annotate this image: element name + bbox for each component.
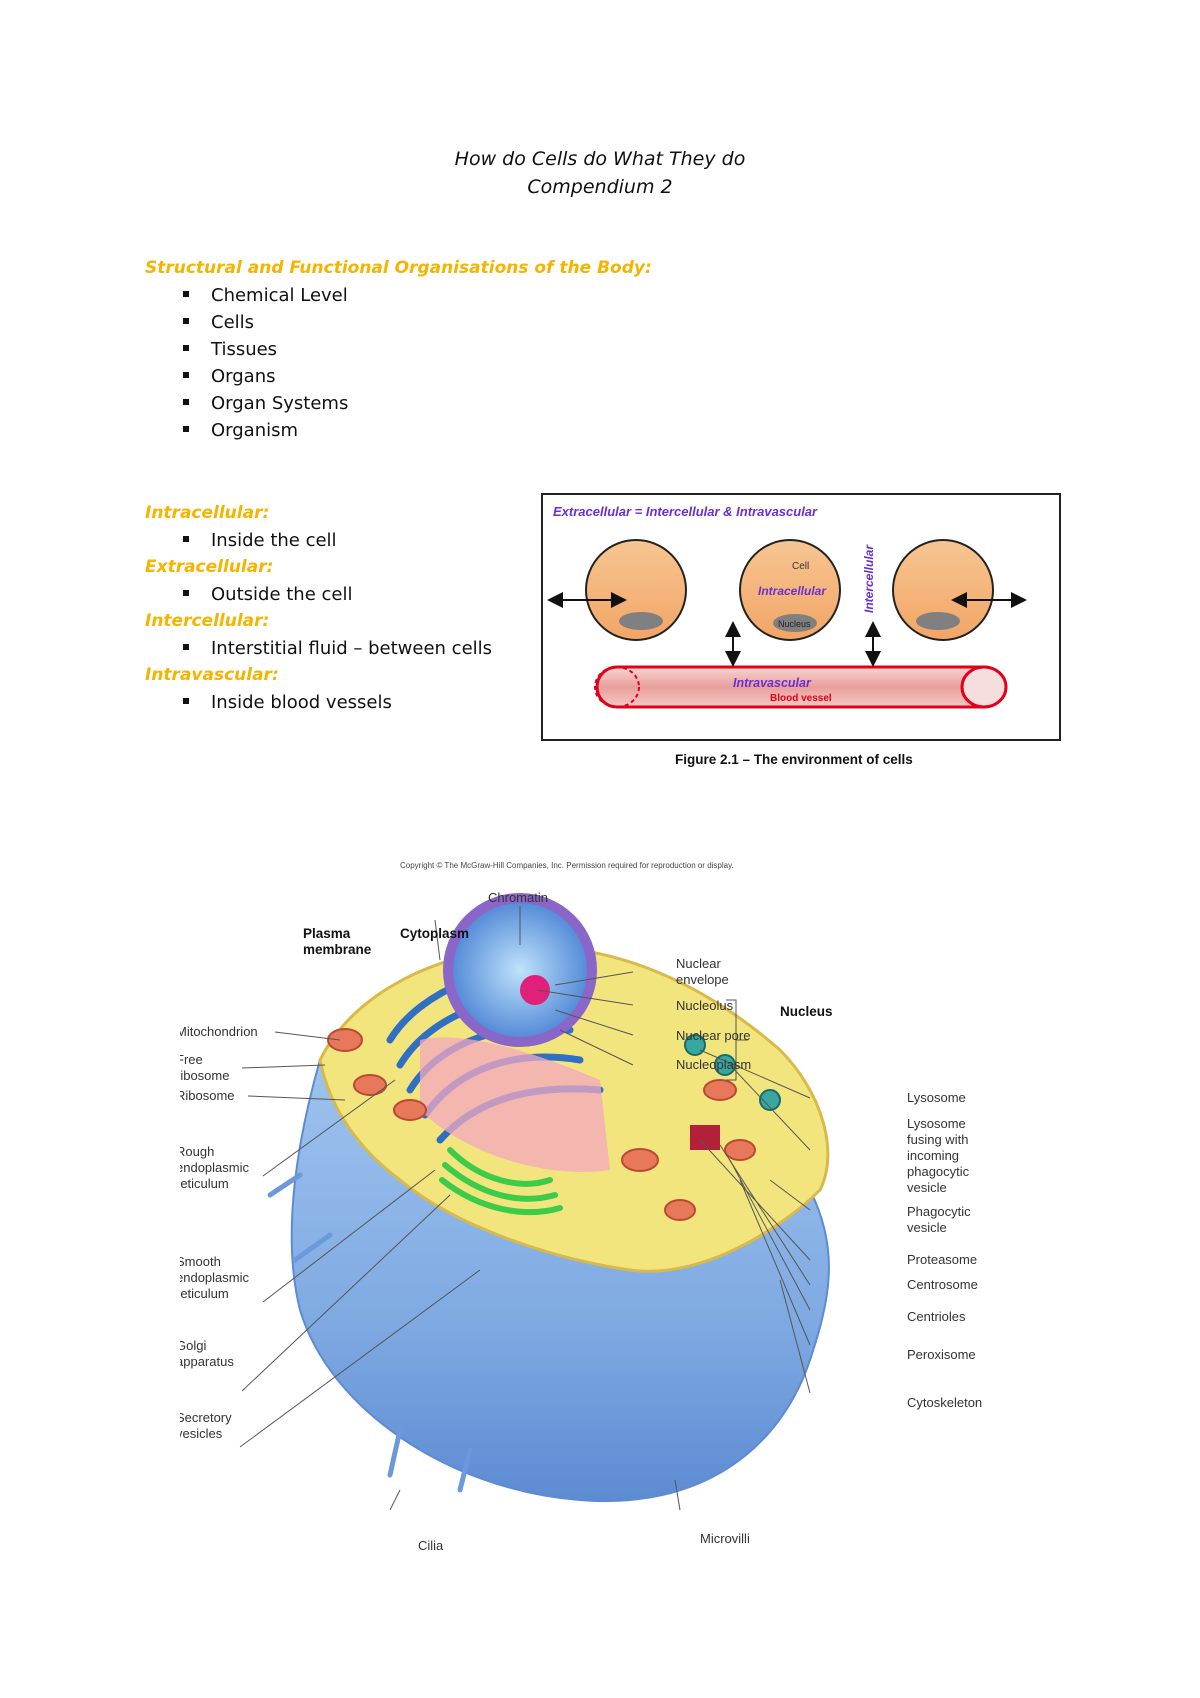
page-title: How do Cells do What They do — [454, 148, 746, 170]
definition-item: Inside the cell — [183, 530, 337, 551]
label-rough-er-3: reticulum — [180, 1176, 229, 1191]
label-rough-er-2: endoplasmic — [180, 1160, 249, 1175]
term-intracellular: Intracellular: — [145, 503, 270, 523]
leader-lines — [239, 906, 811, 1511]
label-lysosome: Lysosome — [907, 1090, 966, 1105]
term-extracellular: Extracellular: — [145, 557, 274, 577]
label-mitochondrion: Mitochondrion — [180, 1024, 258, 1039]
nucleus-label: Nucleus — [778, 619, 811, 629]
intercellular-vertical-label: Intercellular — [862, 544, 876, 613]
label-free-ribosome-2: ribosome — [180, 1068, 229, 1083]
label-cytoskeleton: Cytoskeleton — [907, 1395, 982, 1410]
cilia-shapes — [267, 1172, 473, 1493]
label-secretory-vesicles: Secretory — [180, 1410, 232, 1425]
page-subtitle: Compendium 2 — [527, 176, 673, 198]
figure-banner: Extracellular = Intercellular & Intravas… — [553, 504, 818, 519]
label-centrioles: Centrioles — [907, 1309, 966, 1324]
nucleus-shape — [443, 893, 597, 1047]
label-plasma-membrane-2: membrane — [303, 942, 372, 957]
copyright-note: Copyright © The McGraw-Hill Companies, I… — [400, 861, 734, 870]
label-rough-er: Rough — [180, 1144, 214, 1159]
golgi-shape — [439, 1147, 563, 1216]
label-peroxisome: Peroxisome — [907, 1347, 976, 1362]
nucleolus-shape — [520, 975, 550, 1005]
label-smooth-er-2: endoplasmic — [180, 1270, 249, 1285]
cell-left — [585, 539, 687, 641]
environment-diagram: Extracellular = Intercellular & Intravas… — [547, 504, 1027, 709]
list-item: Cells — [183, 312, 254, 333]
label-lysosome-fusing: Lysosome — [907, 1116, 966, 1131]
label-plasma-membrane: Plasma — [303, 926, 351, 941]
label-lysosome-fusing-5: vesicle — [907, 1180, 947, 1195]
intracellular-label: Intracellular — [758, 584, 827, 598]
label-lysosome-fusing-4: phagocytic — [907, 1164, 970, 1179]
label-secretory-vesicles-2: vesicles — [180, 1426, 223, 1441]
label-ribosome: Ribosome — [180, 1088, 235, 1103]
environment-of-cells-figure: Extracellular = Intercellular & Intravas… — [541, 493, 1061, 741]
cell-right — [892, 539, 994, 641]
section-heading: Structural and Functional Organisations … — [145, 258, 652, 278]
label-nucleolus: Nucleolus — [676, 998, 734, 1013]
animal-cell-diagram: Copyright © The McGraw-Hill Companies, I… — [180, 861, 982, 1553]
list-item: Organs — [183, 366, 276, 387]
list-item: Organ Systems — [183, 393, 348, 414]
label-centrosome: Centrosome — [907, 1277, 978, 1292]
definition-item: Interstitial fluid – between cells — [183, 638, 492, 659]
intravascular-label: Intravascular — [733, 676, 812, 690]
term-intravascular: Intravascular: — [145, 665, 279, 685]
label-golgi-2: apparatus — [180, 1354, 234, 1369]
label-phagocytic-vesicle: Phagocytic — [907, 1204, 971, 1219]
nucleus-center — [773, 614, 817, 632]
figure-caption: Figure 2.1 – The environment of cells — [675, 752, 913, 767]
label-nuclear-envelope-2: envelope — [676, 972, 729, 987]
label-nucleoplasm: Nucleoplasm — [676, 1057, 751, 1072]
blood-vessel-label: Blood vessel — [770, 693, 832, 704]
label-free-ribosome: Free — [180, 1052, 203, 1067]
label-proteasome: Proteasome — [907, 1252, 977, 1267]
mitochondria-shapes — [327, 1028, 756, 1221]
cell-center — [739, 539, 841, 641]
label-golgi: Golgi — [180, 1338, 206, 1353]
list-item: Organism — [183, 420, 298, 441]
label-smooth-er-3: reticulum — [180, 1286, 229, 1301]
term-intercellular: Intercellular: — [145, 611, 270, 631]
label-nucleus-group: Nucleus — [780, 1004, 833, 1019]
list-item: Chemical Level — [183, 285, 348, 306]
label-microvilli: Microvilli — [700, 1531, 750, 1546]
nucleus-left — [619, 612, 663, 630]
label-cilia: Cilia — [418, 1538, 444, 1553]
label-nuclear-pore: Nuclear pore — [676, 1028, 750, 1043]
label-smooth-er: Smooth — [180, 1254, 221, 1269]
label-phagocytic-vesicle-2: vesicle — [907, 1220, 947, 1235]
definition-item: Inside blood vessels — [183, 692, 392, 713]
cell-label: Cell — [792, 561, 809, 572]
label-nuclear-envelope: Nuclear — [676, 956, 721, 971]
label-cytoplasm: Cytoplasm — [400, 926, 469, 941]
list-item: Tissues — [183, 339, 277, 360]
nucleus-right — [916, 612, 960, 630]
label-lysosome-fusing-2: fusing with — [907, 1132, 968, 1147]
definition-item: Outside the cell — [183, 584, 352, 605]
label-chromatin: Chromatin — [488, 890, 548, 905]
centrosome-shape — [690, 1125, 720, 1150]
label-lysosome-fusing-3: incoming — [907, 1148, 959, 1163]
